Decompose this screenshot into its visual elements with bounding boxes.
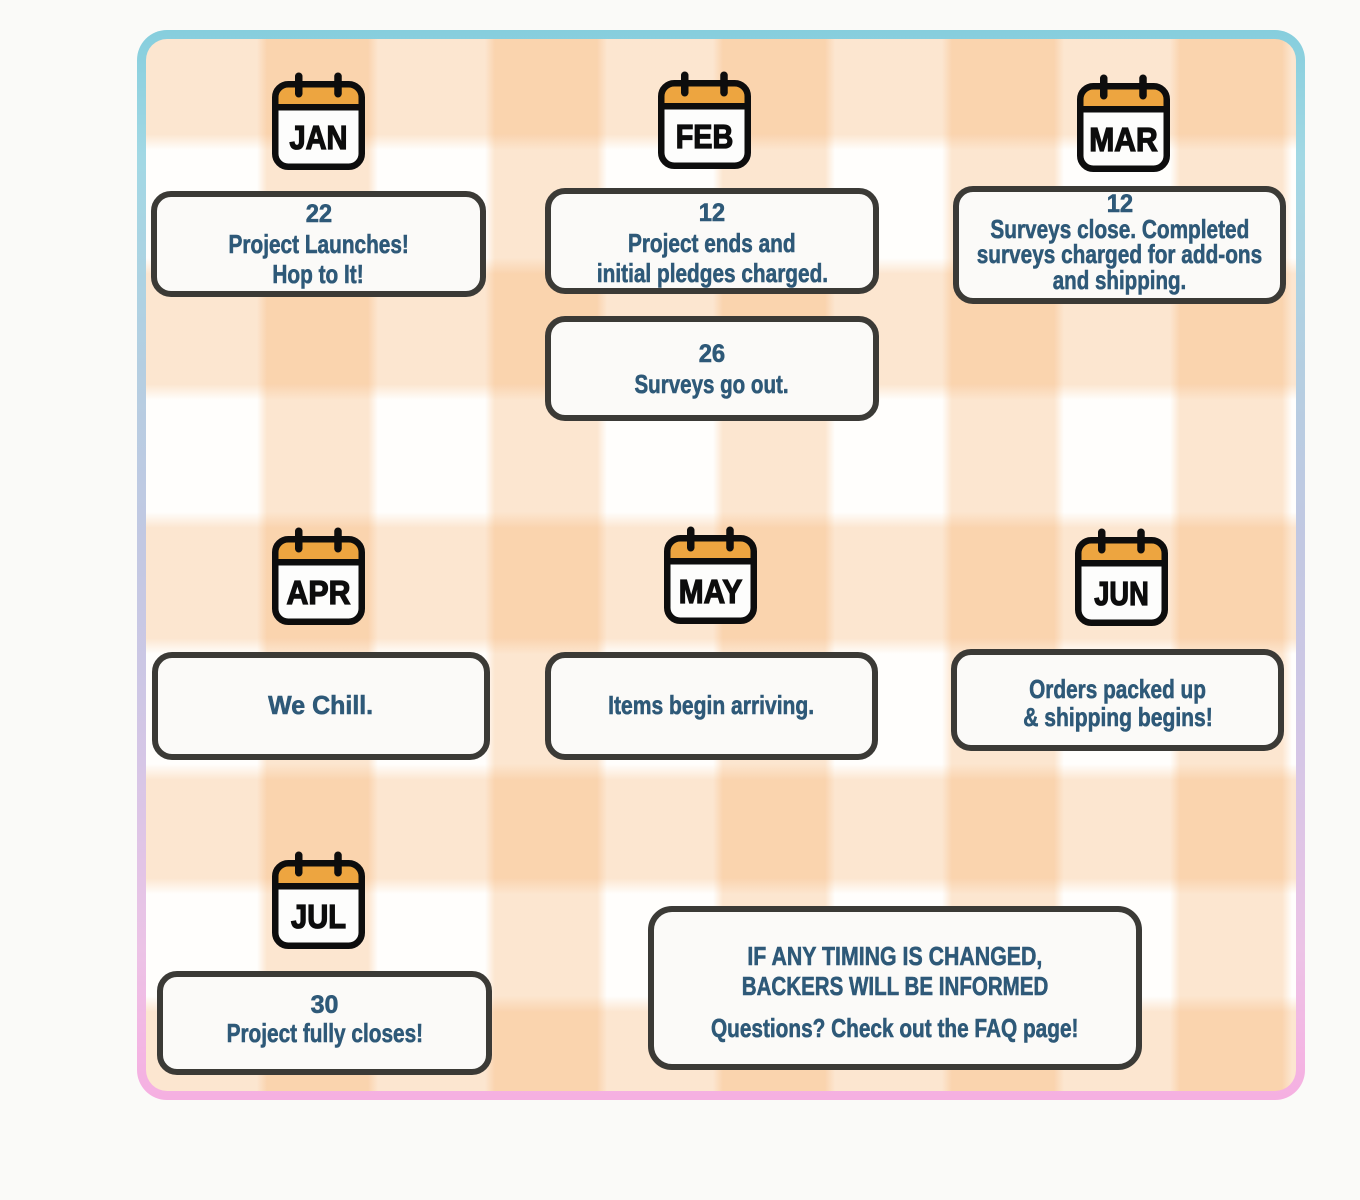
- svg-text:APR: APR: [286, 575, 350, 612]
- svg-text:JUL: JUL: [291, 899, 346, 936]
- svg-text:MAY: MAY: [679, 574, 743, 611]
- svg-text:JUN: JUN: [1094, 576, 1149, 613]
- svg-text:JAN: JAN: [290, 120, 348, 157]
- svg-text:MAR: MAR: [1089, 122, 1158, 159]
- svg-text:FEB: FEB: [676, 119, 734, 156]
